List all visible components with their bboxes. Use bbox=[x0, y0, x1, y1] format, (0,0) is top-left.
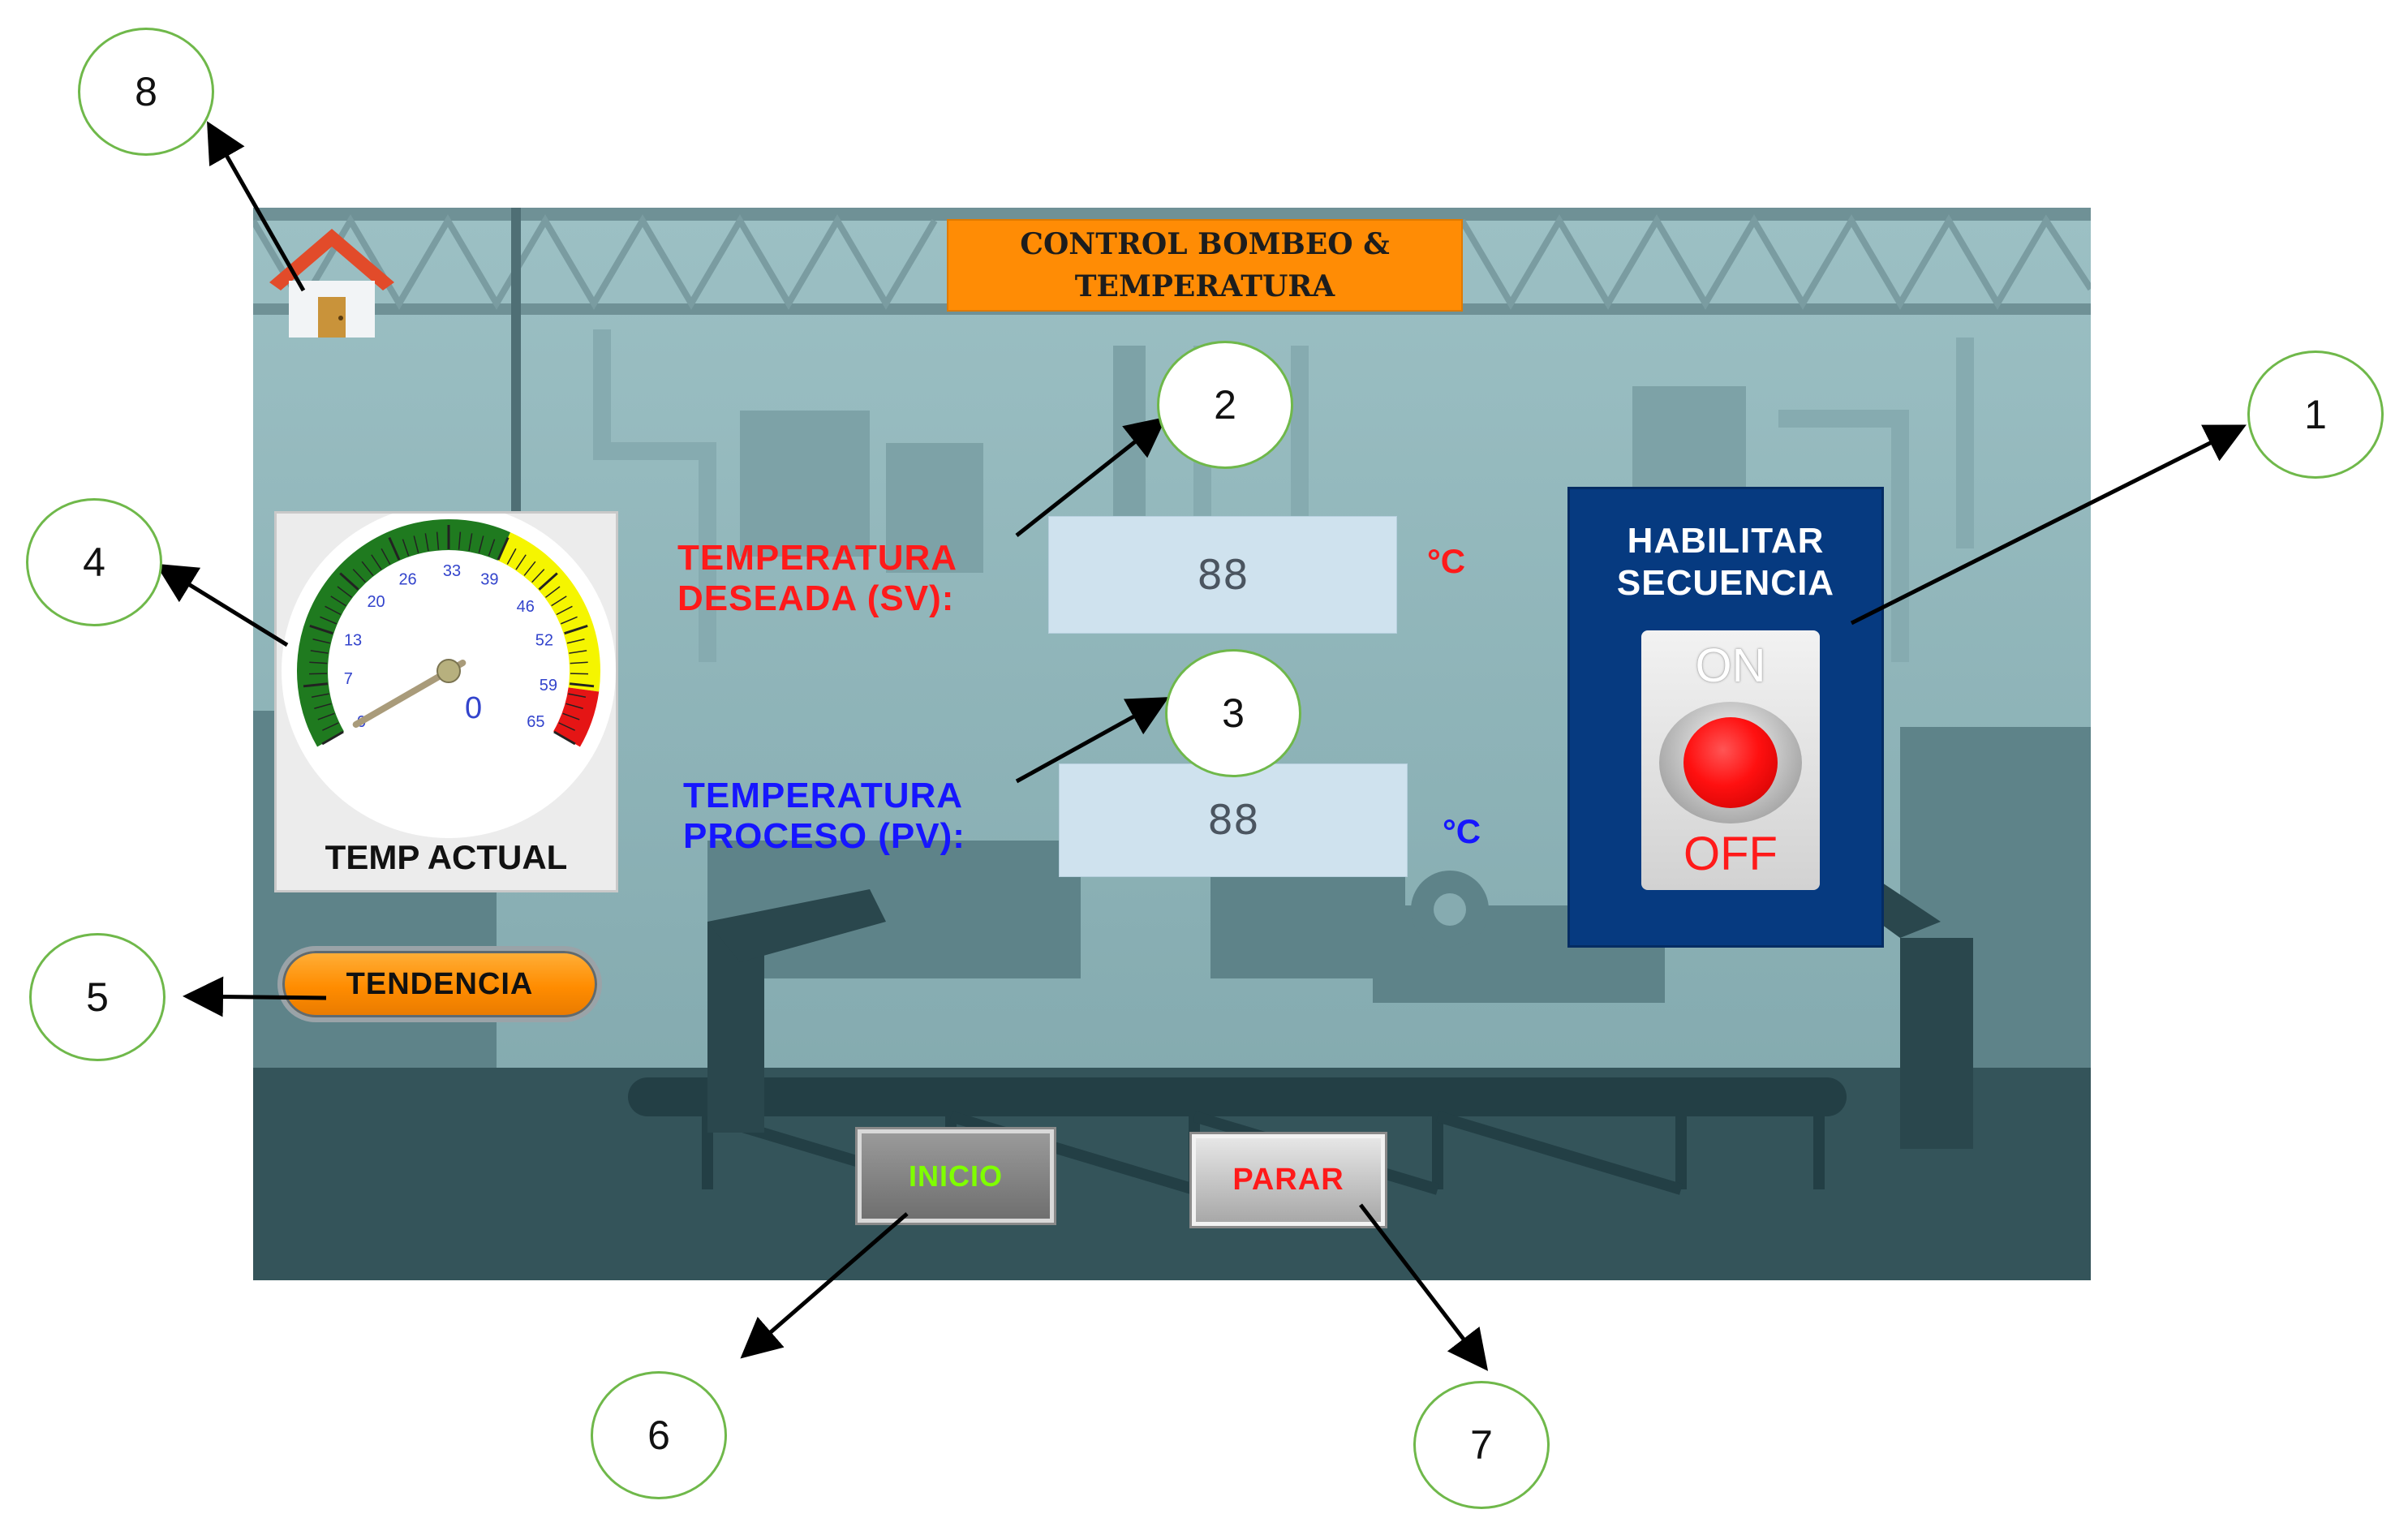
callout-8: 8 bbox=[78, 28, 214, 156]
gauge-tick bbox=[553, 730, 576, 746]
gauge-tick bbox=[322, 722, 339, 731]
gauge-tick bbox=[402, 539, 410, 557]
gauge-tick-label: 7 bbox=[344, 670, 353, 688]
callout-5: 5 bbox=[29, 933, 166, 1061]
process-value-display: 88 bbox=[1059, 763, 1408, 877]
setpoint-label: TEMPERATURA DESEADA (SV): bbox=[677, 538, 957, 618]
gauge-tick bbox=[352, 569, 366, 583]
gauge-tick bbox=[568, 693, 587, 698]
setpoint-value-field[interactable]: 88 bbox=[1048, 516, 1397, 634]
gauge-tick-label: 20 bbox=[367, 593, 385, 611]
gauge-tick bbox=[515, 554, 527, 570]
gauge-tick bbox=[458, 531, 462, 550]
callout-2: 2 bbox=[1157, 341, 1293, 469]
temperature-gauge-panel: 07132026333946525965 0 TEMP ACTUAL bbox=[274, 511, 618, 892]
gauge-zone-red bbox=[553, 686, 600, 747]
gauge-tick bbox=[381, 548, 391, 565]
gauge-readout: 0 bbox=[465, 691, 482, 725]
gauge-tick bbox=[565, 703, 583, 709]
callout-6: 6 bbox=[591, 1371, 727, 1499]
callout-7: 7 bbox=[1413, 1381, 1550, 1509]
gauge-tick-label: 26 bbox=[398, 571, 416, 589]
gauge-tick bbox=[361, 561, 374, 576]
sequence-title: HABILITAR SECUENCIA bbox=[1616, 521, 1835, 603]
gauge-tick bbox=[562, 712, 580, 720]
gauge-tick-label: 59 bbox=[540, 677, 557, 694]
gauge-tick bbox=[538, 572, 558, 591]
callout-4: 4 bbox=[26, 498, 162, 626]
gauge-tick bbox=[388, 536, 401, 561]
gauge-tick-label: 13 bbox=[344, 632, 362, 650]
gauge-tick-label: 33 bbox=[443, 562, 461, 580]
process-unit: °C bbox=[1443, 812, 1481, 850]
gauge-tick bbox=[560, 616, 578, 625]
start-button[interactable]: INICIO bbox=[855, 1127, 1056, 1225]
gauge-tick bbox=[468, 533, 473, 552]
gauge-tick bbox=[566, 638, 585, 644]
temperature-gauge: 07132026333946525965 0 bbox=[282, 514, 616, 838]
gauge-tick bbox=[309, 661, 328, 664]
gauge-tick bbox=[497, 536, 510, 561]
gauge-tick bbox=[310, 650, 329, 654]
gauge-tick-label: 39 bbox=[480, 571, 498, 589]
gauge-tick bbox=[570, 682, 595, 688]
gauge-tick bbox=[564, 624, 588, 635]
home-icon bbox=[269, 229, 394, 338]
stop-button[interactable]: PARAR bbox=[1189, 1132, 1387, 1228]
gauge-tick bbox=[337, 586, 352, 598]
gauge-tick bbox=[312, 638, 331, 644]
gauge-tick bbox=[551, 596, 567, 607]
gauge-tick bbox=[371, 554, 382, 570]
gauge-label: TEMP ACTUAL bbox=[325, 838, 568, 876]
trend-button[interactable]: TENDENCIA bbox=[277, 946, 602, 1022]
gauge-tick bbox=[556, 605, 573, 616]
setpoint-unit: °C bbox=[1427, 542, 1466, 580]
switch-on-label: ON bbox=[1695, 639, 1766, 692]
gauge-tick bbox=[478, 535, 484, 553]
gauge-tick bbox=[321, 730, 344, 746]
home-button[interactable] bbox=[263, 222, 401, 344]
gauge-tick bbox=[314, 703, 332, 709]
gauge-zone-yellow bbox=[497, 532, 600, 692]
red-button-icon bbox=[1683, 717, 1778, 808]
gauge-tick bbox=[320, 616, 338, 625]
gauge-tick bbox=[303, 682, 328, 688]
gauge-tick bbox=[531, 569, 545, 583]
gauge-tick bbox=[545, 586, 561, 598]
gauge-tick-label: 46 bbox=[517, 598, 535, 616]
process-label: TEMPERATURA PROCESO (PV): bbox=[683, 776, 965, 856]
gauge-tick bbox=[311, 693, 329, 698]
callout-3: 3 bbox=[1165, 649, 1301, 777]
gauge-tick bbox=[436, 531, 440, 550]
switch-knob[interactable] bbox=[1659, 702, 1802, 824]
gauge-tick bbox=[570, 661, 588, 664]
gauge-tick bbox=[424, 533, 429, 552]
callout-1: 1 bbox=[2247, 350, 2384, 479]
gauge-tick bbox=[339, 572, 359, 591]
gauge-tick bbox=[558, 722, 575, 731]
gauge-tick-label: 65 bbox=[527, 713, 544, 731]
gauge-tick bbox=[506, 548, 517, 565]
gauge-tick bbox=[569, 650, 587, 654]
gauge-tick-label: 52 bbox=[535, 632, 553, 650]
gauge-tick bbox=[309, 624, 333, 635]
sequence-enable-panel: HABILITAR SECUENCIA ON OFF bbox=[1567, 487, 1884, 948]
gauge-tick bbox=[317, 712, 335, 720]
gauge-tick bbox=[523, 561, 536, 576]
gauge-tick bbox=[330, 596, 346, 607]
gauge-tick bbox=[488, 539, 496, 557]
switch-off-label: OFF bbox=[1683, 828, 1778, 880]
gauge-hub bbox=[436, 659, 461, 683]
gauge-tick-marks bbox=[303, 525, 595, 746]
page-title: CONTROL BOMBEO & TEMPERATURA bbox=[947, 219, 1463, 312]
gauge-tick bbox=[325, 605, 342, 616]
gauge-tick bbox=[413, 535, 419, 553]
sequence-switch[interactable]: ON OFF bbox=[1641, 630, 1820, 890]
